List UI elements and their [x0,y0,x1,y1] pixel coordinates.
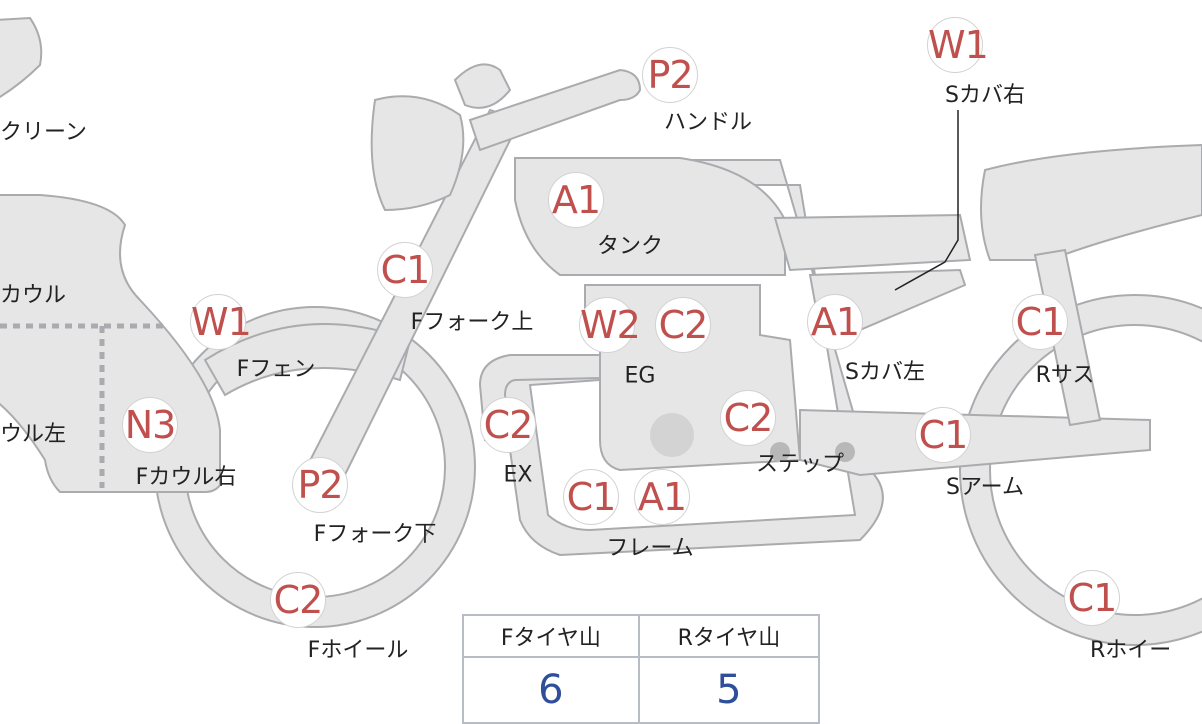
swing-arm-label: Sアーム [946,475,1024,500]
s-cover-left-code[interactable]: A1 [807,294,863,350]
f-fork-lower-label: Fフォーク下 [313,522,437,547]
r-suspension-code[interactable]: C1 [1012,294,1068,350]
rear-suspension-shape [1033,248,1102,427]
r-wheel-code[interactable]: C1 [1064,570,1120,626]
s-cover-right-label: Sカバ右 [945,83,1025,108]
r-suspension-label: Rサス [1035,363,1095,388]
engine-code-1[interactable]: W2 [579,297,641,353]
s-cover-left-label: Sカバ左 [845,360,925,385]
rear-wheel-shape [960,295,1202,645]
frame-code-1[interactable]: C1 [563,469,619,525]
step-label: ステップ [755,452,845,477]
handle-code[interactable]: P2 [642,47,698,103]
engine-code-2[interactable]: C2 [655,297,711,353]
frame-code-2[interactable]: A1 [634,469,690,525]
screen-label: クリーン [0,120,87,145]
f-cowl-label: カウル [0,283,67,308]
tire-tread-table: Fタイヤ山 Rタイヤ山 6 5 [462,614,821,724]
f-fork-lower-code[interactable]: P2 [292,457,348,513]
front-tire-header: Fタイヤ山 [462,614,640,658]
rear-tire-value: 5 [637,656,821,724]
rear-tire-header: Rタイヤ山 [637,614,821,658]
f-wheel-code[interactable]: C2 [270,572,326,628]
exhaust-label: EX [503,462,533,488]
f-wheel-label: Fホイール [307,638,409,663]
f-cowl-right-code[interactable]: N3 [122,397,178,453]
front-fender-shape [203,323,412,397]
f-fender-code[interactable]: W1 [190,294,252,350]
f-cowl-left-label: ウル左 [0,422,67,447]
front-tire-value: 6 [462,656,640,724]
swing-arm-code[interactable]: C1 [915,407,971,463]
seat-shape [773,213,972,272]
r-wheel-label: Rホイー [1090,638,1172,663]
handle-label: ハンドル [663,110,753,135]
engine-label: EG [624,363,656,389]
f-cowl-right-label: Fカウル右 [135,465,237,490]
tank-code[interactable]: A1 [548,172,604,228]
s-cover-right-code[interactable]: W1 [927,17,989,73]
f-fender-label: Fフェン [236,357,316,382]
screen-shape [0,16,43,99]
f-fork-upper-label: Fフォーク上 [410,310,534,335]
exhaust-code[interactable]: C2 [480,397,536,453]
frame-label: フレーム [606,536,694,561]
tank-label: タンク [596,234,664,259]
f-fork-upper-code[interactable]: C1 [377,242,433,298]
step-code[interactable]: C2 [720,390,776,446]
exhaust-shape [478,354,601,442]
